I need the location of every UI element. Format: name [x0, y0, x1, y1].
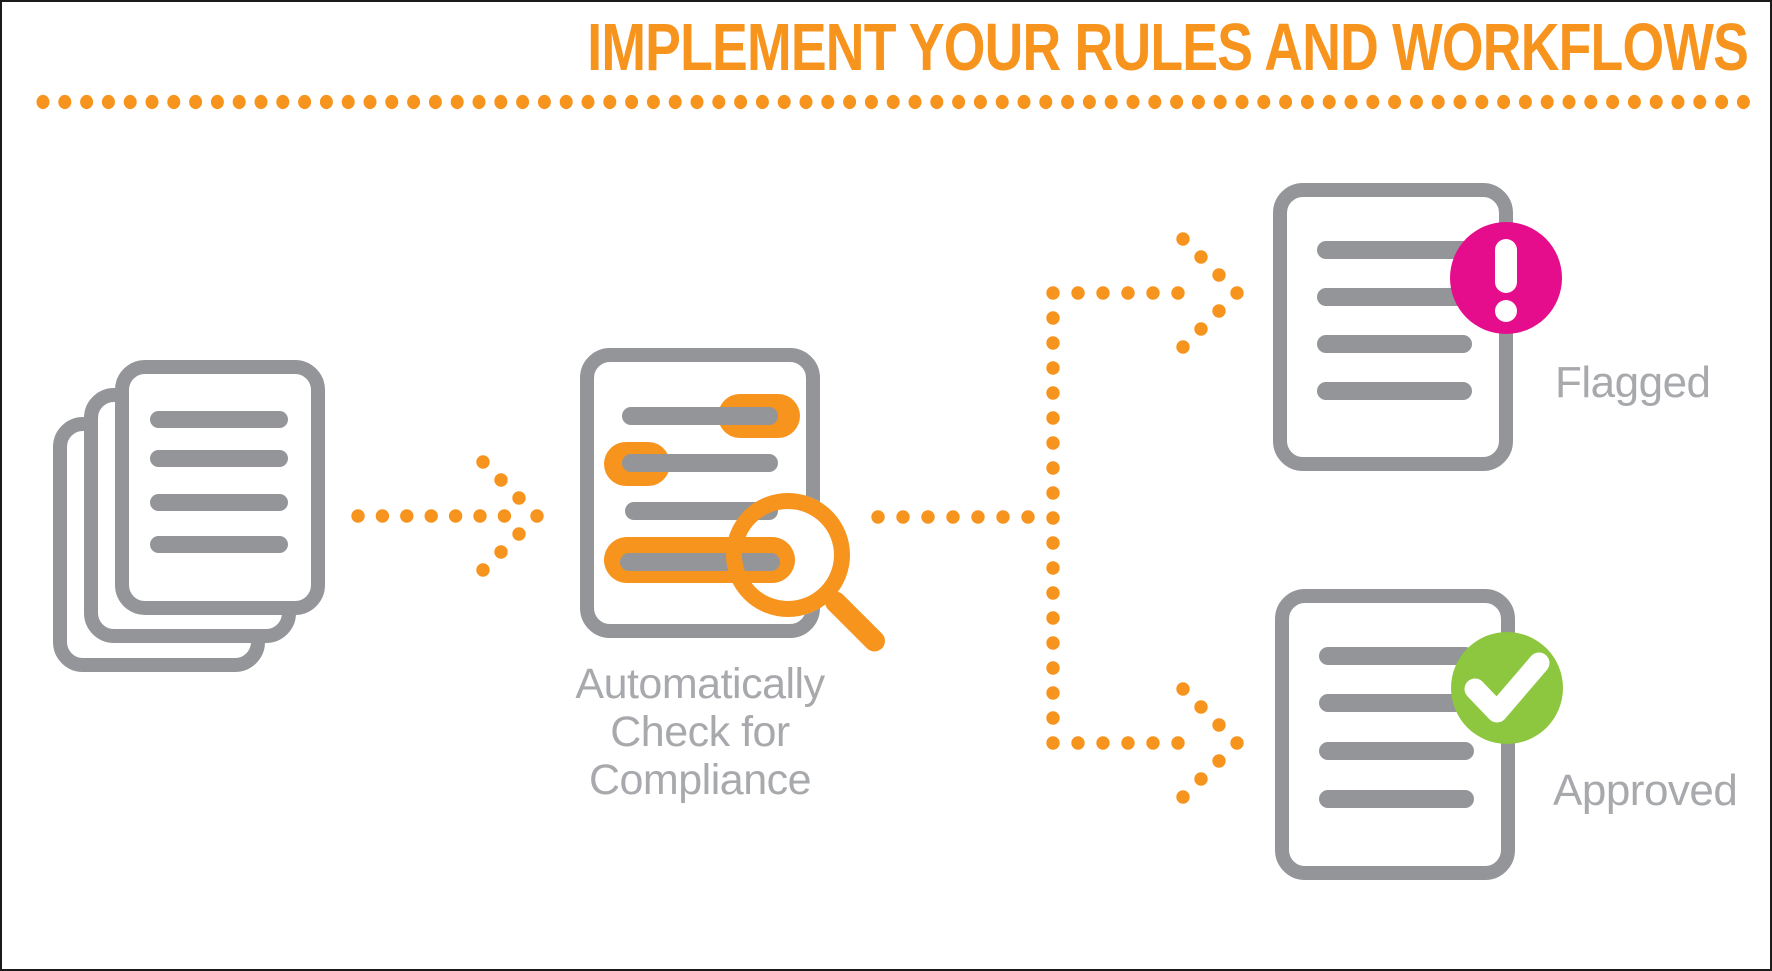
document-text-line: [150, 536, 288, 553]
checkmark-icon: [1451, 632, 1563, 744]
approved-label: Approved: [1553, 766, 1738, 815]
flagged-document-icon: [1273, 183, 1513, 471]
document-text-line: [1317, 241, 1472, 259]
document-text-line: [1317, 288, 1472, 306]
checkmark-glyph: [1464, 652, 1550, 723]
document-text-line: [1319, 647, 1474, 665]
exclamation-icon: [1450, 222, 1562, 334]
flagged-label: Flagged: [1555, 358, 1711, 407]
document-text-line: [622, 454, 778, 472]
document-text-line: [622, 407, 778, 425]
page-title: IMPLEMENT YOUR RULES AND WORKFLOWS: [587, 10, 1749, 85]
branch-to-approved-arrow: [1071, 682, 1244, 804]
document-text-line: [1319, 694, 1474, 712]
document-stack-icon: [115, 360, 325, 615]
document-text-line: [1319, 742, 1474, 760]
dotted-divider: [36, 94, 1750, 110]
document-text-line: [1319, 790, 1474, 808]
document-text-line: [150, 450, 288, 467]
check-caption: Automatically Check for Compliance: [575, 660, 825, 804]
check-to-branch-line: [871, 510, 1035, 524]
document-text-line: [150, 411, 288, 428]
document-text-line: [1317, 335, 1472, 353]
exclamation-bar: [1495, 239, 1517, 293]
document-text-line: [1317, 382, 1472, 400]
exclamation-dot: [1495, 300, 1517, 322]
document-text-line: [150, 494, 288, 511]
input-to-check-arrow: [351, 455, 544, 577]
branch-to-flagged-arrow: [1071, 232, 1244, 354]
branch-vertical-line: [1046, 286, 1060, 750]
